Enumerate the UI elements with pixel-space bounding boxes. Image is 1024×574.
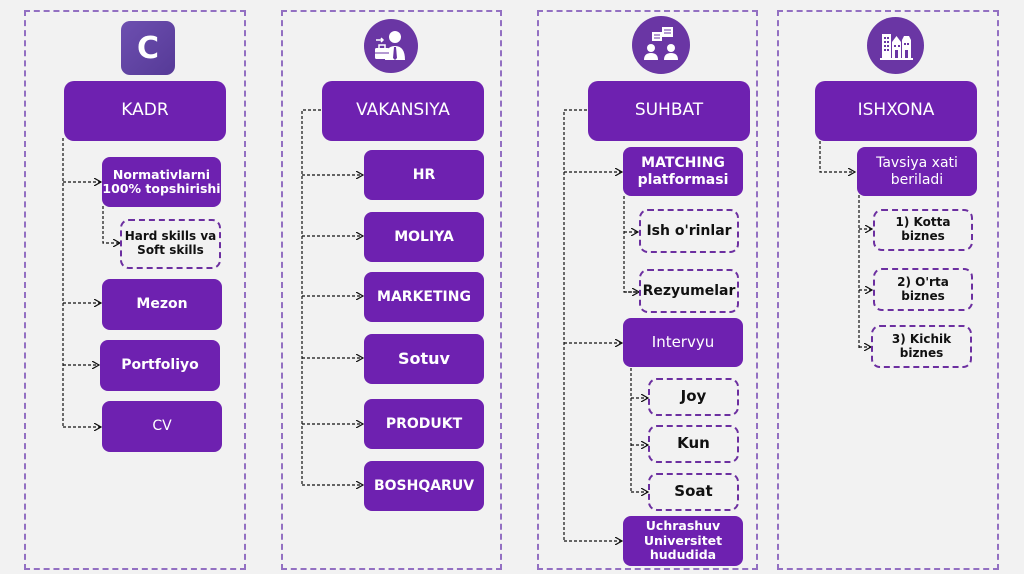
column-kadr	[24, 10, 246, 570]
node-normativlar[interactable]: Normativlarni 100% topshirishi	[102, 157, 221, 207]
recruiter-briefcase-icon	[364, 19, 418, 73]
vakansiya-header[interactable]: VAKANSIYA	[322, 81, 484, 141]
node-kotta-biznes[interactable]: 1) Kotta biznes	[873, 209, 973, 251]
buildings-icon	[867, 17, 924, 74]
node-produkt[interactable]: PRODUKT	[364, 399, 484, 449]
node-marketing[interactable]: MARKETING	[364, 272, 484, 322]
c-logo-icon: C	[121, 21, 175, 75]
node-boshqaruv[interactable]: BOSHQARUV	[364, 461, 484, 511]
ishxona-header[interactable]: ISHXONA	[815, 81, 977, 141]
node-uchrashuv[interactable]: Uchrashuv Universitet hududida	[623, 516, 743, 566]
node-tavsiya-xati[interactable]: Tavsiya xati beriladi	[857, 147, 977, 196]
suhbat-header[interactable]: SUHBAT	[588, 81, 750, 141]
conversation-icon	[632, 16, 690, 74]
node-portfoliyo[interactable]: Portfoliyo	[100, 340, 220, 391]
node-soat[interactable]: Soat	[648, 473, 739, 511]
node-ish-orinlar[interactable]: Ish o'rinlar	[639, 209, 739, 253]
node-matching-platformasi[interactable]: MATCHING platformasi	[623, 147, 743, 196]
column-ishxona	[777, 10, 999, 570]
kadr-header[interactable]: KADR	[64, 81, 226, 141]
node-intervyu[interactable]: Intervyu	[623, 318, 743, 367]
node-kun[interactable]: Kun	[648, 425, 739, 463]
node-moliya[interactable]: MOLIYA	[364, 212, 484, 262]
node-hard-soft-skills[interactable]: Hard skills va Soft skills	[120, 219, 221, 269]
node-orta-biznes[interactable]: 2) O'rta biznes	[873, 268, 973, 311]
node-joy[interactable]: Joy	[648, 378, 739, 416]
node-sotuv[interactable]: Sotuv	[364, 334, 484, 384]
node-rezyumelar[interactable]: Rezyumelar	[639, 269, 739, 313]
node-hr[interactable]: HR	[364, 150, 484, 200]
node-kichik-biznes[interactable]: 3) Kichik biznes	[871, 325, 972, 368]
column-vakansiya	[281, 10, 502, 570]
column-suhbat	[537, 10, 758, 570]
node-cv[interactable]: CV	[102, 401, 222, 452]
node-mezon[interactable]: Mezon	[102, 279, 222, 330]
